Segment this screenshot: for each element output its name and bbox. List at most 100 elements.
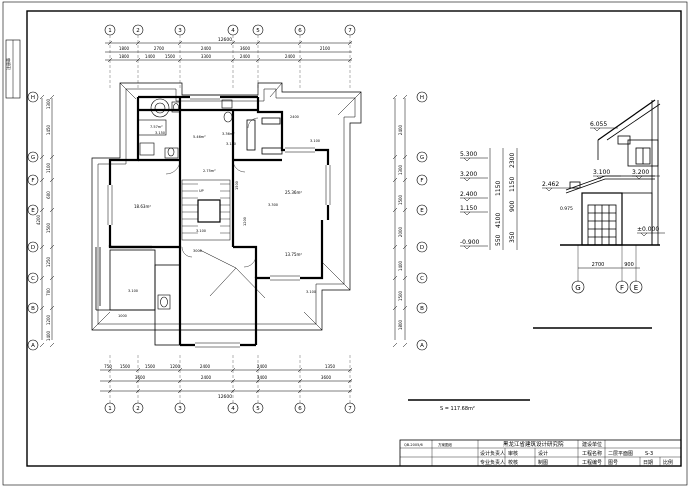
left-axis-D-label: D (31, 245, 35, 251)
left-dim: 4200 (36, 214, 41, 225)
bottom-mid-dim: 3400 (257, 375, 268, 380)
left-dim: 1100 (46, 162, 51, 173)
room-area-b: 5.46m² (193, 135, 206, 139)
elevation-1: 3.150 (155, 131, 165, 135)
bottom-axis-1-label: 1 (108, 406, 112, 412)
section-level-9: ±0.000 (637, 226, 659, 233)
room-area-g: 13.75m² (285, 252, 302, 257)
right-dim: 1800 (398, 319, 403, 330)
left-dim: 1300 (46, 98, 51, 109)
left-dim: 1500 (46, 222, 51, 233)
top-axis-3-label: 3 (178, 28, 182, 34)
bottom-axis-7-label: 7 (348, 406, 352, 412)
top-inner-dim: 1500 (165, 54, 176, 59)
elevation-3: 3.100 (310, 139, 320, 143)
bottom-axis-4-label: 4 (231, 406, 235, 412)
left-axis-E-bubble (27, 204, 39, 216)
right-dim: 1500 (398, 194, 403, 205)
tb-cell-discipline-lead: 专业负责人 (480, 459, 505, 466)
tb-cell-check: 校核 (508, 459, 518, 466)
section-level-7: 3.100 (593, 169, 610, 176)
right-axis-C-bubble (416, 272, 428, 284)
top-axis-5-label: 5 (256, 28, 260, 34)
internal-dim-1000: 1000 (118, 314, 127, 318)
section-level-6: -0.900 (460, 239, 480, 246)
tb-cell-drawing-no: 图号 (608, 460, 618, 466)
title-block-project: 黑龙江省建筑设计研究院 (503, 440, 564, 448)
elevation-5: 3.100 (128, 289, 138, 293)
area-note: S = 117.68m² (440, 406, 475, 412)
section-level-1: 5.300 (460, 151, 477, 158)
top-axis-7-label: 7 (348, 28, 352, 34)
left-axis-C-bubble (27, 272, 39, 284)
section-extra-level: 0.975 (560, 206, 573, 212)
left-axis-F-bubble (27, 174, 39, 186)
title-block: 黑龙江省建筑设计研究院 QB-2005/6 方案图纸 建设单位 工程名称 设计负… (399, 439, 682, 467)
tb-cell-project-name: 工程名称 (582, 450, 602, 457)
roof-inner-outline (97, 88, 356, 325)
room-area-e: 18.63m² (134, 204, 151, 209)
bottom-mid-dim: 3600 (321, 375, 332, 380)
bottom-inner-dim: 1200 (170, 364, 181, 369)
top-axis-2-label: 2 (136, 28, 140, 34)
section-axis-f: F (620, 284, 624, 292)
top-axis-6-label: 6 (298, 28, 302, 34)
right-axis-F-bubble (416, 174, 428, 186)
bottom-mid-dim: 2400 (201, 375, 212, 380)
right-axis-B-label: B (420, 306, 424, 312)
right-axis-D-bubble (416, 241, 428, 253)
right-dim: 2400 (398, 124, 403, 135)
elevation-4: 3.300 (268, 203, 278, 207)
section-vertical-dim: 550 (495, 234, 502, 246)
left-axis-A-bubble (27, 339, 39, 351)
left-axis-H-bubble (27, 91, 39, 103)
right-axis-G-label: G (420, 155, 424, 161)
top-inner-dim: 1800 (119, 54, 130, 59)
left-axis-B-label: B (31, 306, 35, 312)
top-outer-dim: 1800 (119, 46, 130, 51)
walls (108, 95, 330, 347)
internal-dim-1500: 1500 (235, 181, 239, 190)
right-axis-G-bubble (416, 151, 428, 163)
right-axis-F-label: F (420, 178, 423, 184)
section-level-3: 2.462 (542, 181, 559, 188)
left-axis-A-label: A (31, 343, 35, 349)
right-axis-E-bubble (416, 204, 428, 216)
tb-cell-review: 审核 (508, 450, 518, 457)
tb-cell-drawing-title: 二层平面图 (608, 451, 633, 457)
top-axis-4-label: 4 (231, 28, 235, 34)
bottom-inner-dim: 2400 (257, 364, 268, 369)
title-block-left-code: QB-2005/6 (404, 443, 423, 447)
elevation-6: 3.100 (306, 290, 316, 294)
right-axis-H-label: H (420, 95, 424, 101)
right-dim: 1300 (398, 164, 403, 175)
left-axis-E-label: E (31, 208, 35, 214)
left-dim: 1450 (46, 124, 51, 135)
top-outer-dim: 2700 (154, 46, 165, 51)
right-axis-C-label: C (420, 276, 424, 282)
stair-up-label: UP (199, 189, 204, 193)
right-dim: 1500 (398, 290, 403, 301)
elevation-2: 3.150 (226, 142, 236, 146)
tb-cell-scale: 比例 (663, 459, 673, 466)
left-axis-D-bubble (27, 241, 39, 253)
top-inner-dim: 3300 (201, 54, 212, 59)
left-dim: 1250 (46, 256, 51, 267)
elevation-7: 3.100 (196, 229, 206, 233)
section-level-4: 2.400 (460, 191, 477, 198)
bottom-axis-6-label: 6 (298, 406, 302, 412)
room-area-f: 25.36m² (285, 190, 302, 195)
right-axis-A-label: A (420, 343, 424, 349)
top-inner-dim: 2400 (240, 54, 251, 59)
section-level-2: 3.200 (460, 171, 477, 178)
section-vertical-dim: 900 (509, 200, 516, 212)
